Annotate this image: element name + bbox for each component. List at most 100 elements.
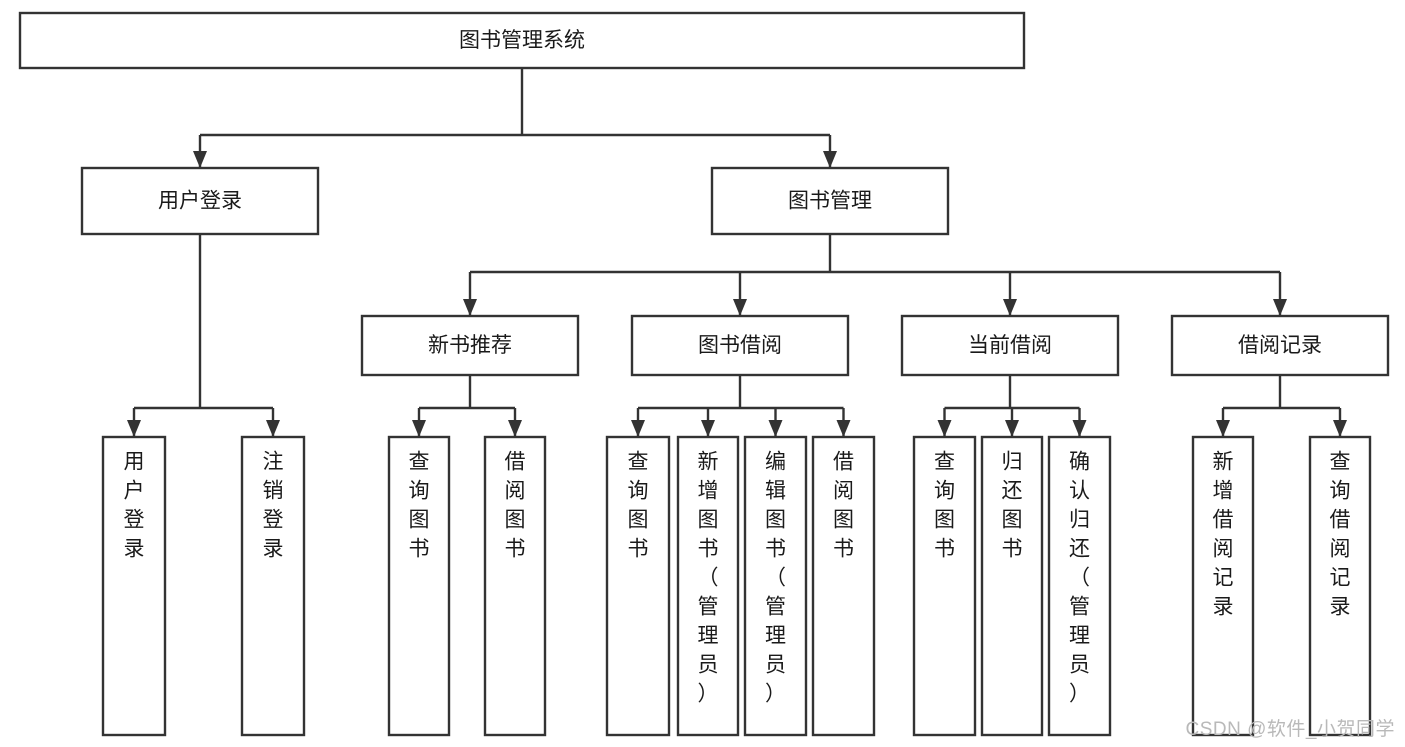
watermark-text: CSDN @软件_小贺同学 [1185, 719, 1395, 740]
arrow-head [768, 420, 783, 437]
node-label-leaf-user-login-char-1: 户 [124, 480, 145, 503]
node-label-leaf-edit-book-char-8: ） [765, 683, 786, 706]
node-label-leaf-borrow-book-recommend-char-1: 阅 [505, 480, 526, 503]
edge-group-book-manage [463, 234, 1287, 316]
node-label-leaf-borrow-book-recommend-char-3: 书 [505, 538, 526, 561]
node-label-leaf-query-book-current-char-1: 询 [934, 480, 955, 503]
arrow-head [836, 420, 851, 437]
node-label-borrow-record: 借阅记录 [1238, 334, 1322, 357]
node-label-leaf-add-book-char-5: 管 [698, 596, 719, 619]
node-box-leaf-borrow-book-recommend [483, 435, 547, 737]
node-label-leaf-borrow-book-recommend-char-0: 借 [505, 451, 526, 474]
arrow-head [1072, 420, 1087, 437]
arrow-head [266, 420, 280, 437]
node-label-user-login: 用户登录 [158, 190, 242, 213]
node-label-leaf-edit-book-char-4: （ [765, 567, 786, 590]
node-label-leaf-user-login-char-0: 用 [124, 451, 145, 474]
node-box-leaf-query-book-current [912, 435, 977, 737]
node-label-leaf-edit-book-char-3: 书 [765, 538, 786, 561]
node-box-leaf-add-book [676, 435, 740, 737]
nodes-layer: 图书管理系统用户登录图书管理新书推荐图书借阅当前借阅借阅记录用户登录注销登录查询… [18, 11, 1390, 737]
node-box-root [18, 11, 1026, 70]
edge-group-current-borrow [937, 375, 1087, 437]
node-label-leaf-user-login-char-2: 登 [124, 509, 145, 532]
node-leaf-user-login[interactable]: 用户登录 [101, 435, 167, 737]
node-label-leaf-add-book-char-8: ） [698, 683, 719, 706]
node-label-leaf-edit-book-char-6: 理 [765, 625, 786, 648]
node-borrow-record[interactable]: 借阅记录 [1170, 314, 1390, 377]
node-box-leaf-borrow-book [811, 435, 876, 737]
node-box-leaf-query-borrow-record [1308, 435, 1372, 737]
node-label-new-book-recommend: 新书推荐 [428, 334, 512, 357]
node-label-leaf-add-book-char-1: 增 [698, 480, 719, 503]
node-label-leaf-confirm-return-char-7: 员 [1069, 654, 1090, 677]
node-label-leaf-logout-login-char-2: 登 [263, 509, 284, 532]
node-label-leaf-query-book-current-char-3: 书 [934, 538, 955, 561]
node-label-leaf-add-borrow-record-char-1: 增 [1213, 480, 1234, 503]
node-box-leaf-edit-book [743, 435, 808, 737]
node-box-book-manage [710, 166, 950, 236]
node-label-leaf-add-book-char-3: 书 [698, 538, 719, 561]
edge-group-user-login [127, 234, 280, 437]
node-label-leaf-logout-login-char-0: 注 [263, 451, 284, 474]
node-root[interactable]: 图书管理系统 [18, 11, 1026, 70]
node-label-leaf-edit-book-char-5: 管 [765, 596, 786, 619]
node-label-leaf-query-book-recommend-char-1: 询 [409, 480, 430, 503]
node-box-user-login [80, 166, 320, 236]
arrow-head [463, 299, 477, 316]
node-label-leaf-add-borrow-record-char-0: 新 [1213, 451, 1234, 474]
node-label-leaf-edit-book-char-2: 图 [765, 509, 786, 532]
arrow-head [1216, 420, 1230, 437]
node-label-leaf-return-book-char-1: 还 [1002, 480, 1023, 503]
node-box-leaf-user-login [101, 435, 167, 737]
node-label-leaf-query-borrow-record-char-1: 询 [1330, 480, 1351, 503]
node-label-leaf-confirm-return-char-0: 确 [1069, 451, 1090, 474]
node-label-leaf-add-borrow-record-char-4: 记 [1213, 567, 1234, 590]
node-label-leaf-confirm-return-char-2: 归 [1069, 509, 1090, 532]
node-label-leaf-edit-book-char-7: 员 [765, 654, 786, 677]
node-box-leaf-query-book-borrow [605, 435, 671, 737]
node-label-book-borrow: 图书借阅 [698, 334, 782, 357]
node-label-leaf-add-book-char-0: 新 [698, 451, 719, 474]
arrow-head [127, 420, 141, 437]
arrow-head [508, 420, 522, 437]
node-label-leaf-query-borrow-record-char-5: 录 [1330, 596, 1351, 619]
node-user-login[interactable]: 用户登录 [80, 166, 320, 236]
node-box-leaf-add-borrow-record [1191, 435, 1255, 737]
node-new-book-recommend[interactable]: 新书推荐 [360, 314, 580, 377]
node-label-leaf-query-borrow-record-char-4: 记 [1330, 567, 1351, 590]
arrow-head [631, 420, 645, 437]
node-current-borrow[interactable]: 当前借阅 [900, 314, 1120, 377]
arrow-head [1003, 299, 1017, 316]
node-box-leaf-return-book [980, 435, 1044, 737]
node-label-leaf-confirm-return-char-6: 理 [1069, 625, 1090, 648]
node-label-leaf-borrow-book-recommend-char-2: 图 [505, 509, 526, 532]
node-label-leaf-query-borrow-record-char-2: 借 [1330, 509, 1351, 532]
arrow-head [1273, 299, 1287, 316]
node-book-borrow[interactable]: 图书借阅 [630, 314, 850, 377]
node-label-leaf-query-book-borrow-char-3: 书 [628, 538, 649, 561]
node-box-new-book-recommend [360, 314, 580, 377]
node-label-leaf-query-book-borrow-char-1: 询 [628, 480, 649, 503]
arrow-head [1005, 420, 1019, 437]
node-label-leaf-return-book-char-0: 归 [1002, 451, 1023, 474]
node-book-manage[interactable]: 图书管理 [710, 166, 950, 236]
node-label-leaf-logout-login-char-1: 销 [263, 480, 284, 503]
edge-group-root [193, 68, 837, 168]
arrow-head [1333, 420, 1347, 437]
node-label-leaf-add-borrow-record-char-3: 阅 [1213, 538, 1234, 561]
node-label-leaf-query-book-current-char-2: 图 [934, 509, 955, 532]
